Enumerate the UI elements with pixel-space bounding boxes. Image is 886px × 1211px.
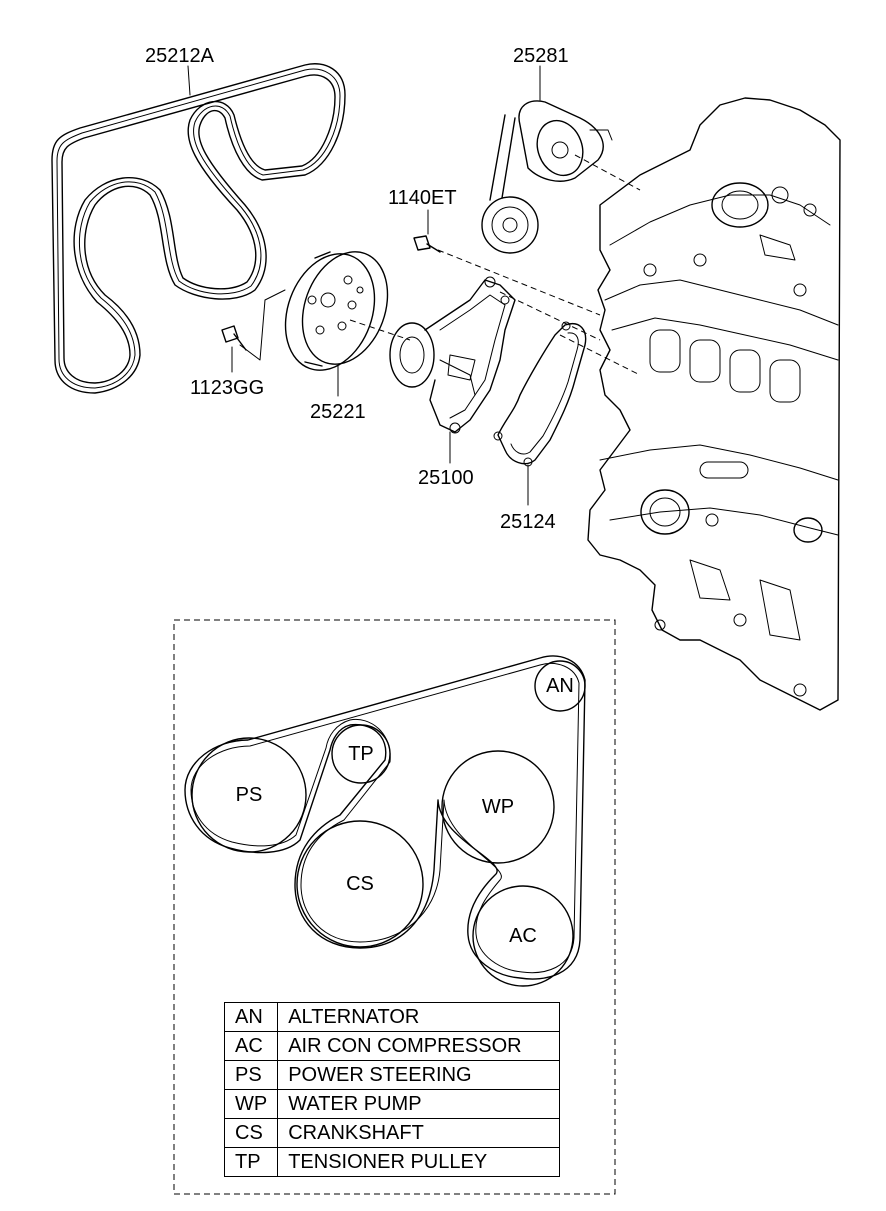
legend-row: TP TENSIONER PULLEY xyxy=(223,1147,561,1177)
legend-code: AN xyxy=(223,1002,279,1032)
legend-row: AC AIR CON COMPRESSOR xyxy=(223,1031,561,1061)
tensioner-bolt xyxy=(413,235,441,253)
belt-routing-frame xyxy=(173,619,616,1195)
pulley-ac-label: AC xyxy=(509,925,537,947)
pulley-wp xyxy=(441,750,555,864)
callout-pulley-bolt: 1123GG xyxy=(190,377,264,399)
legend-name: POWER STEERING xyxy=(277,1060,561,1090)
water-pump-gasket xyxy=(493,321,587,467)
pulley-bolt xyxy=(221,325,247,351)
pulley-an-label: AN xyxy=(546,675,574,697)
pulley-an xyxy=(534,660,586,712)
legend-name: AIR CON COMPRESSOR xyxy=(277,1031,561,1061)
pulley-ps xyxy=(191,737,307,853)
callout-water-pump: 25100 xyxy=(418,467,474,489)
legend-name: CRANKSHAFT xyxy=(277,1118,561,1148)
water-pump xyxy=(389,276,516,434)
drive-belt xyxy=(51,63,346,394)
legend-row: AN ALTERNATOR xyxy=(223,1002,561,1032)
legend-row: CS CRANKSHAFT xyxy=(223,1118,561,1148)
pulley-cs-label: CS xyxy=(346,873,374,895)
legend-name: ALTERNATOR xyxy=(277,1002,561,1032)
pulley-ps-label: PS xyxy=(236,784,263,806)
pulley-wp-label: WP xyxy=(482,796,514,818)
callout-labels: 25212A 25281 1140ET 1123GG 25221 25100 2… xyxy=(145,45,569,533)
legend-code: TP xyxy=(223,1147,279,1177)
legend-name: WATER PUMP xyxy=(277,1089,561,1119)
legend-row: WP WATER PUMP xyxy=(223,1089,561,1119)
belt-tensioner xyxy=(481,100,613,254)
callout-pulley: 25221 xyxy=(310,401,366,423)
legend-row: PS POWER STEERING xyxy=(223,1060,561,1090)
legend-name: TENSIONER PULLEY xyxy=(277,1147,561,1177)
assembly-leader-lines xyxy=(239,154,641,376)
legend-code: CS xyxy=(223,1118,279,1148)
legend-code: WP xyxy=(223,1089,279,1119)
callout-gasket: 25124 xyxy=(500,511,556,533)
pulley-cs xyxy=(296,820,424,948)
engine-block xyxy=(587,97,841,711)
legend-table: AN ALTERNATOR AC AIR CON COMPRESSOR PS P… xyxy=(223,1002,561,1177)
pulley-tp-label: TP xyxy=(348,743,374,765)
belt-routing-diagram: AN TP PS WP CS AC xyxy=(184,655,586,987)
callout-belt: 25212A xyxy=(145,45,215,67)
legend-code: PS xyxy=(223,1060,279,1090)
callout-tensioner-bolt: 1140ET xyxy=(388,187,457,209)
pulley-ac xyxy=(472,885,574,987)
water-pump-pulley xyxy=(284,251,389,371)
legend-code: AC xyxy=(223,1031,279,1061)
pulley-tp xyxy=(331,724,391,784)
callout-tensioner: 25281 xyxy=(513,45,569,67)
